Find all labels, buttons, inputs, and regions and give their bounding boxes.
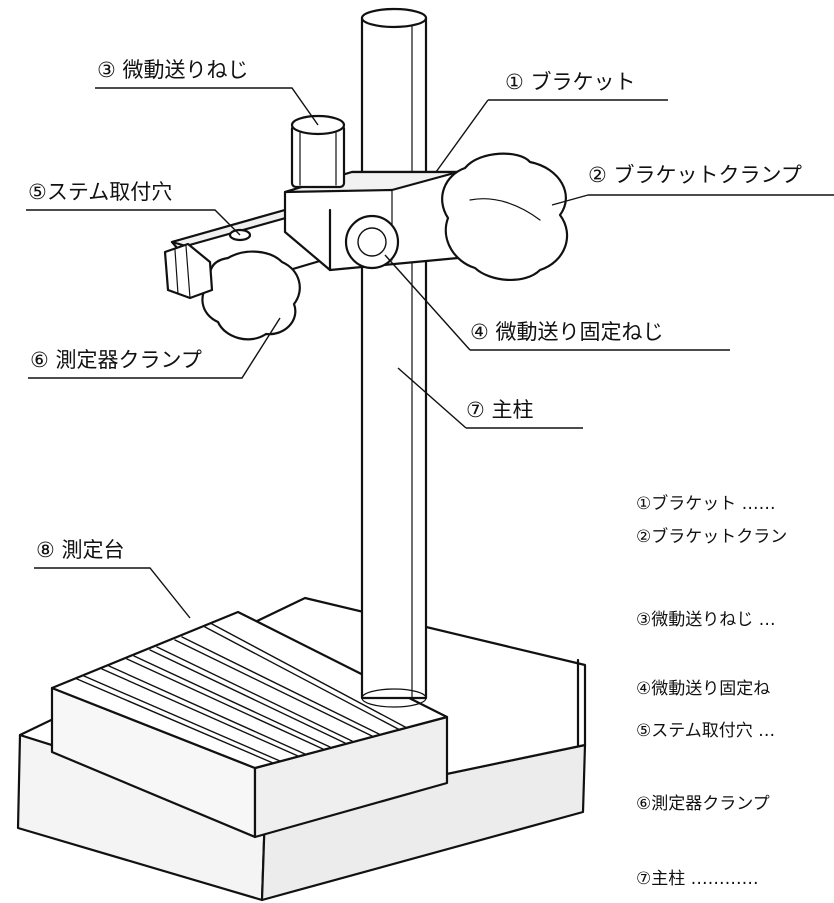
label-bracket-clamp: ② ブラケットクランプ	[588, 163, 802, 187]
main-column	[360, 7, 428, 708]
label-stem-mount-hole: ⑤ステム取付穴	[28, 180, 173, 204]
parts-list-item: ③微動送りねじ …	[636, 610, 776, 630]
fine-feed-screw	[290, 114, 346, 189]
parts-list-item: ②ブラケットクラン	[636, 527, 788, 547]
leader-line-stem-mount-hole	[26, 209, 241, 236]
leader-line-measuring-table	[34, 567, 191, 619]
parts-list-item: ⑥測定器クランプ	[636, 794, 770, 814]
leader-line-gauge-clamp	[28, 317, 281, 379]
leader-line-fine-feed-screw	[95, 87, 319, 126]
label-main-column: ⑦ 主柱	[466, 398, 534, 422]
label-measuring-table: ⑧ 測定台	[36, 538, 125, 562]
bracket-clamp-knob	[441, 152, 569, 282]
leader-line-bracket-clamp	[551, 194, 834, 206]
gauge-clamp-knob	[201, 250, 301, 341]
measuring-table	[50, 610, 449, 839]
parts-list-item: ⑤ステム取付穴 …	[636, 721, 776, 741]
leader-line-main-column	[397, 367, 583, 429]
leader-line-bracket	[435, 99, 668, 173]
stem-holder-cap	[163, 242, 214, 300]
leader-line-fine-feed-lock-screw	[384, 254, 730, 351]
label-fine-feed-screw: ③ 微動送りねじ	[97, 58, 249, 82]
label-bracket: ① ブラケット	[505, 70, 636, 94]
label-fine-feed-lock-screw: ④ 微動送り固定ねじ	[470, 320, 664, 344]
parts-list-item: ④微動送り固定ね	[636, 679, 771, 699]
parts-list-item: ①ブラケット ……	[636, 494, 776, 514]
label-gauge-clamp: ⑥ 測定器クランプ	[30, 348, 202, 372]
parts-list-item: ⑦主柱 …………	[636, 869, 759, 889]
